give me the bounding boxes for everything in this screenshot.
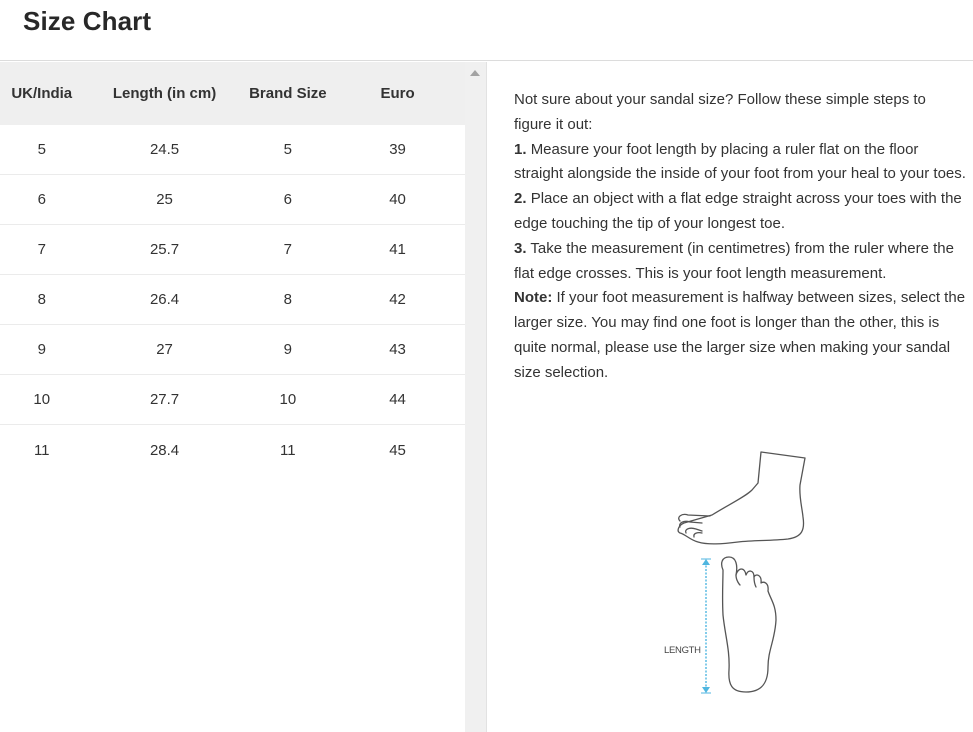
foot-top-view-icon — [721, 556, 777, 693]
scroll-up-arrow-icon[interactable] — [470, 70, 480, 76]
table-row: 9 27 9 43 — [0, 325, 465, 375]
table-row: 6 25 6 40 — [0, 175, 465, 225]
cell-euro: 39 — [389, 141, 406, 158]
cell-brand-size: 5 — [283, 141, 292, 158]
table-row: 7 25.7 7 41 — [0, 225, 465, 275]
table-scrollbar[interactable] — [465, 62, 486, 732]
column-header-brand-size: Brand Size — [249, 85, 327, 102]
step-number: 3. — [514, 239, 527, 257]
table-header: UK/India Length (in cm) Brand Size Euro — [0, 62, 465, 125]
column-header-uk-india: UK/India — [11, 85, 73, 102]
step-number: 1. — [514, 140, 527, 158]
cell-length: 27.7 — [149, 391, 180, 408]
column-header-euro: Euro — [380, 85, 415, 102]
cell-brand-size: 11 — [280, 441, 296, 459]
step-text: Place an object with a flat edge straigh… — [514, 190, 962, 232]
table-row: 11 28.4 11 45 — [0, 425, 465, 475]
cell-length: 25 — [156, 191, 173, 208]
guide-note: Note: If your foot measurement is halfwa… — [514, 286, 966, 385]
cell-length: 26.4 — [149, 291, 180, 308]
cell-brand-size: 10 — [279, 391, 297, 408]
foot-measurement-illustration: LENGTH — [650, 445, 820, 700]
cell-length: 27 — [156, 341, 173, 358]
table-row: 5 24.5 5 39 — [0, 125, 465, 175]
cell-brand-size: 8 — [283, 291, 292, 308]
cell-uk-india: 6 — [37, 191, 46, 208]
cell-uk-india: 8 — [37, 291, 46, 308]
cell-brand-size: 9 — [283, 341, 292, 358]
column-header-length: Length (in cm) — [112, 85, 217, 102]
cell-euro: 40 — [389, 191, 406, 208]
length-label: LENGTH — [664, 645, 701, 656]
cell-brand-size: 7 — [283, 241, 292, 258]
cell-uk-india: 11 — [33, 441, 50, 459]
note-label: Note: — [514, 289, 553, 307]
cell-euro: 45 — [389, 441, 406, 459]
guide-step-3: 3. Take the measurement (in centimetres)… — [514, 237, 966, 287]
size-guide-text: Not sure about your sandal size? Follow … — [514, 88, 966, 386]
cell-length: 28.4 — [149, 441, 180, 459]
cell-uk-india: 10 — [33, 391, 51, 408]
cell-euro: 41 — [389, 241, 406, 258]
page-title: Size Chart — [23, 6, 152, 36]
cell-uk-india: 7 — [37, 241, 46, 258]
step-number: 2. — [514, 190, 527, 208]
cell-euro: 44 — [389, 391, 406, 408]
cell-euro: 42 — [389, 291, 406, 308]
length-arrow-icon — [701, 558, 711, 694]
table-row: 10 27.7 10 44 — [0, 375, 465, 425]
size-table: UK/India Length (in cm) Brand Size Euro … — [0, 62, 465, 732]
step-text: Measure your foot length by placing a ru… — [514, 140, 966, 183]
guide-intro: Not sure about your sandal size? Follow … — [514, 91, 926, 133]
guide-step-2: 2. Place an object with a flat edge stra… — [514, 187, 966, 237]
table-row: 8 26.4 8 42 — [0, 275, 465, 325]
cell-brand-size: 6 — [283, 191, 292, 208]
foot-side-view-icon — [677, 451, 806, 545]
guide-step-1: 1. Measure your foot length by placing a… — [514, 138, 966, 188]
panel-divider — [486, 62, 487, 732]
cell-length: 24.5 — [149, 141, 180, 158]
cell-euro: 43 — [389, 341, 406, 358]
note-text: If your foot measurement is halfway betw… — [514, 289, 966, 381]
title-bar: Size Chart — [0, 0, 973, 61]
step-text: Take the measurement (in centimetres) fr… — [514, 239, 954, 282]
cell-uk-india: 9 — [37, 341, 46, 358]
cell-uk-india: 5 — [37, 141, 46, 158]
cell-length: 25.7 — [149, 241, 180, 258]
